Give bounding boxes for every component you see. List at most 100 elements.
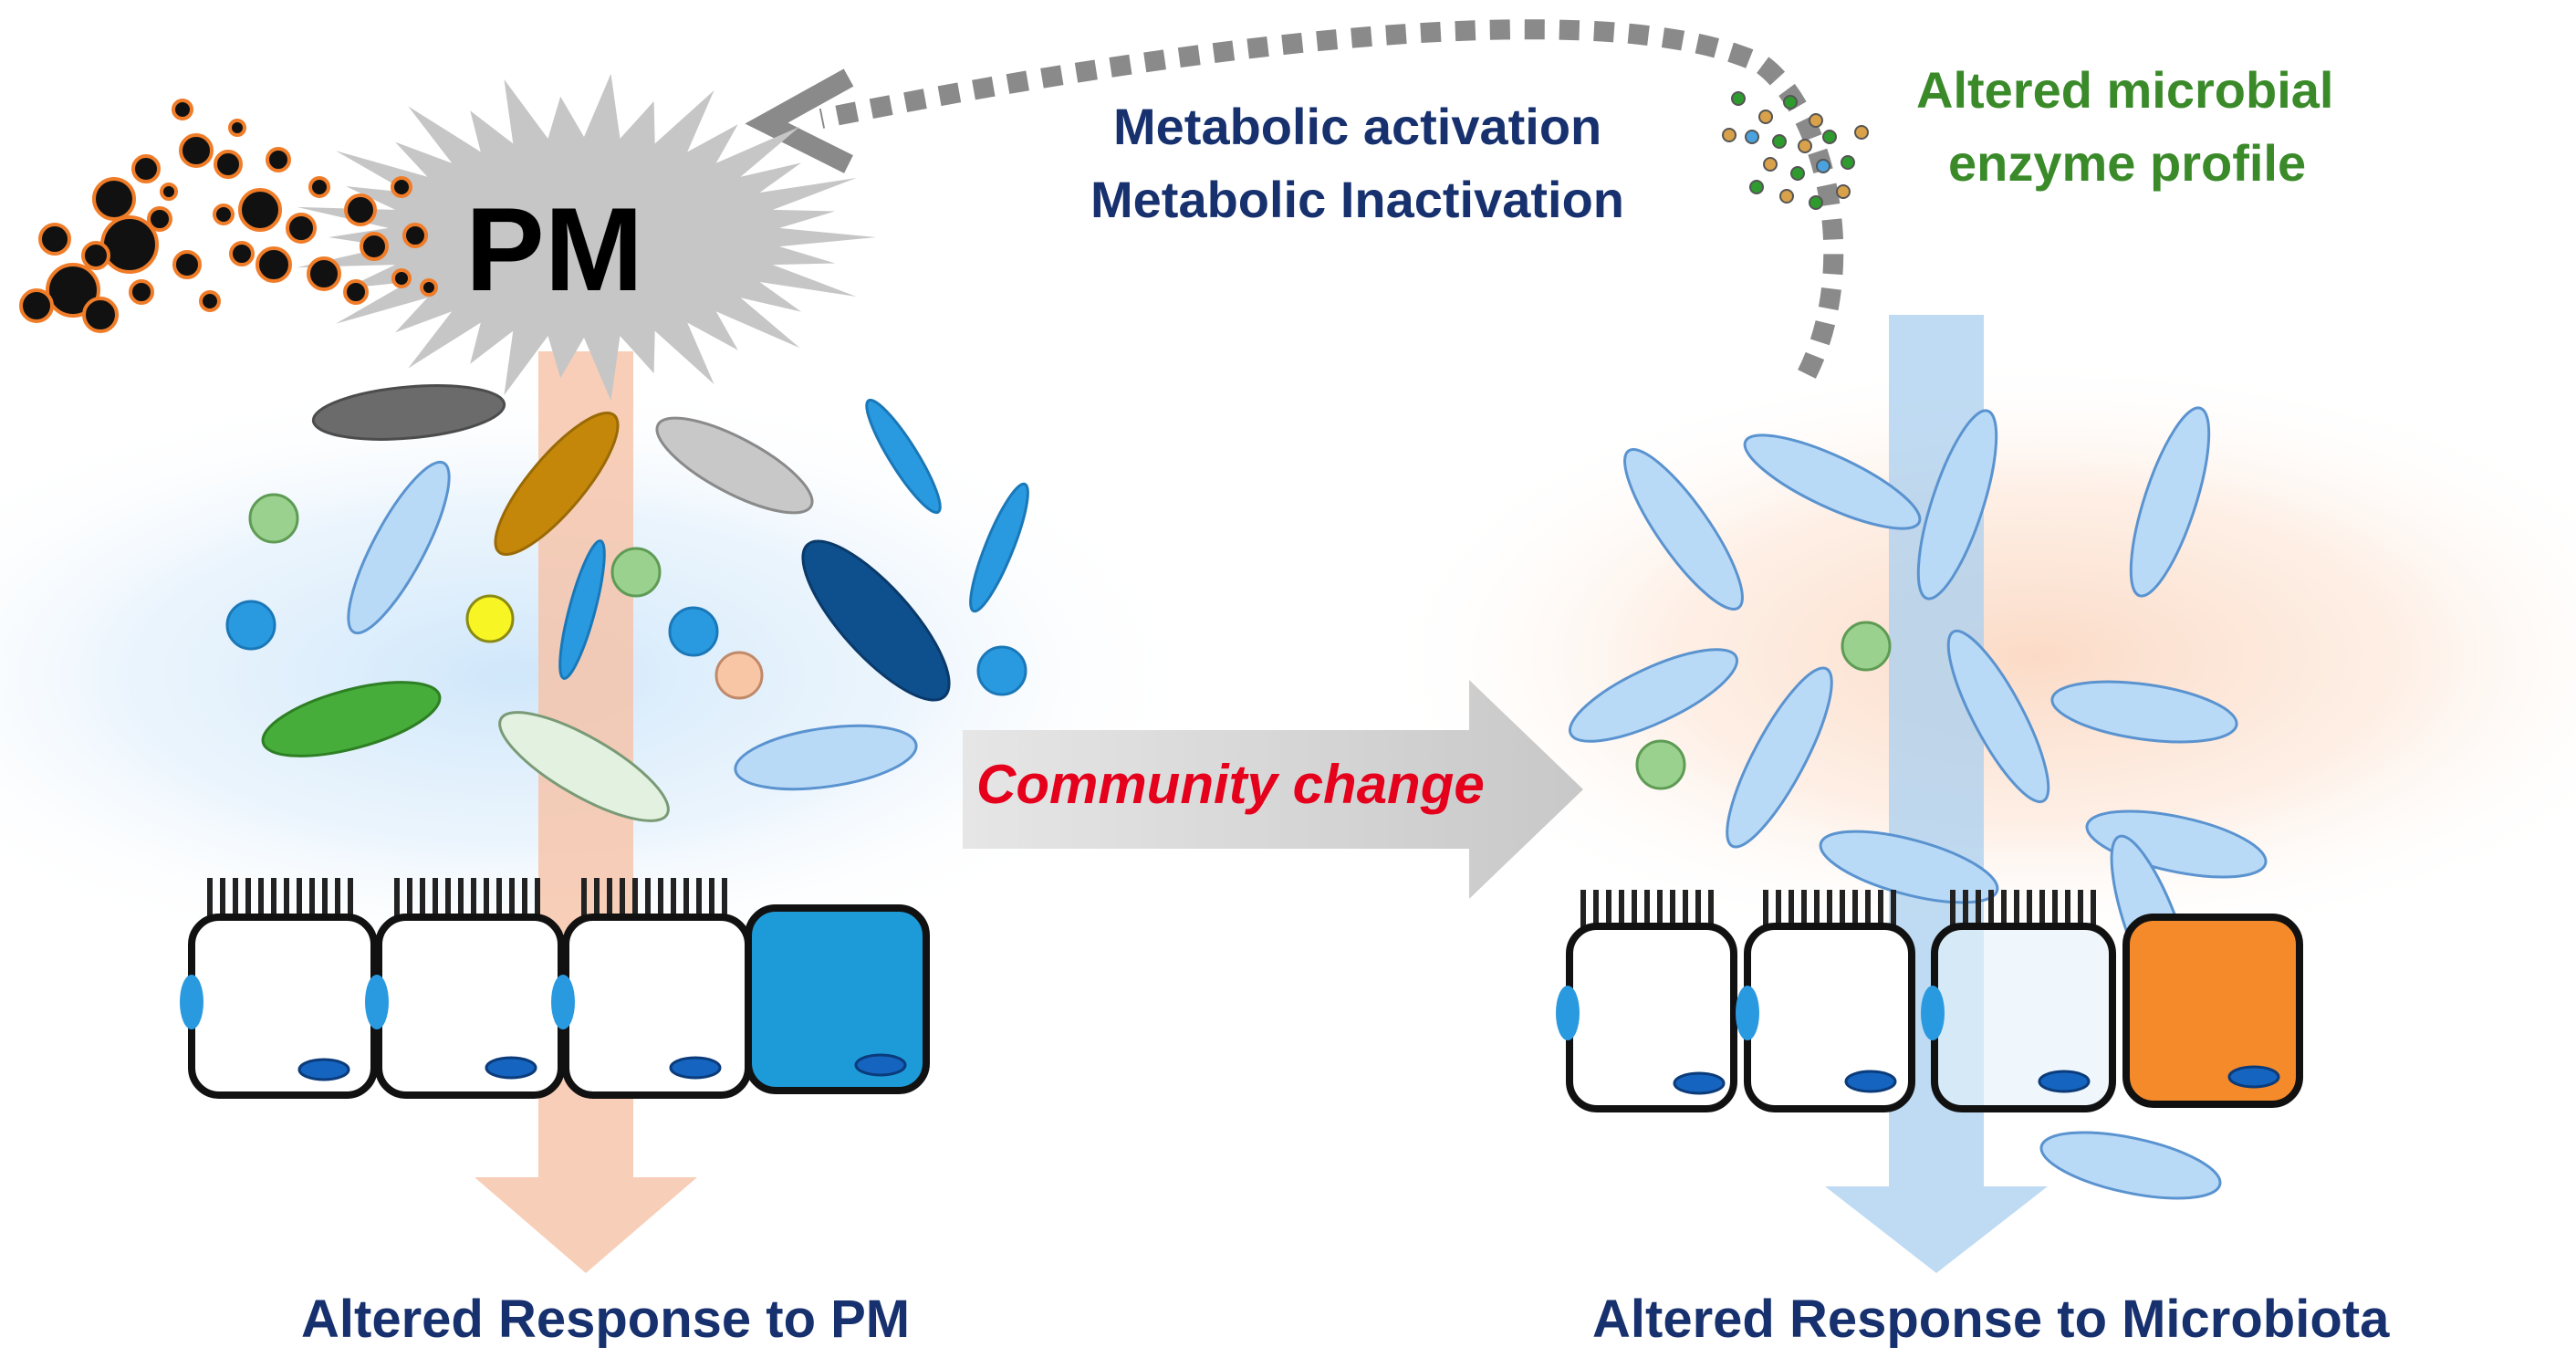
microbe bbox=[261, 681, 442, 757]
altered-epithelial-cell bbox=[2122, 914, 2303, 1108]
pm-label: PM bbox=[465, 183, 643, 316]
metabolic-activation-label: Metabolic activation bbox=[1113, 98, 1601, 155]
enzyme-dot bbox=[1809, 113, 1823, 128]
enzyme-dot bbox=[1763, 157, 1778, 172]
enzyme-dot bbox=[1841, 155, 1855, 170]
pm-particle bbox=[286, 213, 317, 244]
community-change-arrow bbox=[963, 680, 1583, 899]
pm-particle bbox=[343, 279, 369, 305]
enzyme-dot bbox=[1790, 166, 1805, 181]
pm-particle bbox=[308, 176, 330, 198]
pm-particle bbox=[172, 250, 202, 279]
microbe bbox=[1635, 739, 1686, 790]
enzyme-dot bbox=[1772, 134, 1787, 149]
cilia bbox=[207, 878, 727, 919]
microbe bbox=[655, 416, 814, 515]
microbe bbox=[1946, 629, 2050, 804]
pm-particle bbox=[360, 232, 389, 261]
microbe bbox=[668, 606, 719, 657]
microbe bbox=[976, 645, 1027, 696]
right-epithelium bbox=[1556, 890, 2303, 1112]
pm-particle bbox=[38, 223, 71, 256]
microbe bbox=[225, 600, 276, 651]
pm-particle bbox=[228, 119, 246, 137]
metabolic-inactivation-label: Metabolic Inactivation bbox=[1090, 171, 1624, 228]
pm-particle bbox=[391, 176, 412, 198]
enzyme-dot bbox=[1798, 139, 1812, 153]
tight-junction bbox=[551, 975, 575, 1029]
microbe bbox=[248, 493, 299, 544]
nucleus bbox=[854, 1053, 907, 1077]
pm-particle bbox=[160, 183, 178, 201]
microbe bbox=[2050, 680, 2238, 744]
nucleus bbox=[1844, 1070, 1897, 1093]
microbe bbox=[1743, 433, 1922, 530]
microbial-enzyme-cluster-icon bbox=[1722, 91, 1869, 210]
enzyme-profile-line2: enzyme profile bbox=[1948, 134, 2306, 192]
pm-particle bbox=[19, 288, 54, 323]
microbe bbox=[1819, 830, 1999, 904]
enzyme-dot bbox=[1816, 159, 1830, 173]
microbe bbox=[801, 539, 951, 702]
enzyme-dot bbox=[1822, 130, 1837, 144]
pm-particle bbox=[199, 290, 221, 312]
pm-particle bbox=[420, 278, 438, 297]
altered-epithelial-cell bbox=[745, 904, 930, 1094]
microbe bbox=[465, 594, 515, 643]
enzyme-dot bbox=[1745, 130, 1759, 144]
pm-particle bbox=[131, 154, 161, 183]
community-change-label: Community change bbox=[976, 754, 1485, 815]
pm-particles bbox=[19, 99, 438, 333]
microbe bbox=[2085, 809, 2268, 879]
pm-particle bbox=[172, 99, 193, 120]
pm-particle bbox=[238, 188, 282, 232]
microbe bbox=[2039, 1131, 2222, 1200]
tight-junction bbox=[180, 975, 203, 1029]
cilia bbox=[1580, 890, 2096, 928]
tight-junction bbox=[1921, 986, 1945, 1040]
enzyme-dot bbox=[1809, 195, 1823, 210]
microbe bbox=[558, 539, 606, 680]
microbe bbox=[714, 651, 764, 700]
pm-particle bbox=[256, 246, 292, 283]
pm-burst bbox=[297, 73, 876, 402]
enzyme-dot bbox=[1722, 128, 1736, 142]
microbe bbox=[865, 398, 942, 515]
enzyme-dot bbox=[1854, 125, 1869, 140]
enzyme-dot bbox=[1749, 180, 1764, 194]
microbe bbox=[494, 411, 620, 557]
microbe bbox=[1916, 409, 1998, 600]
microbe bbox=[311, 384, 506, 441]
pm-particle bbox=[307, 256, 341, 291]
pm-particle bbox=[402, 223, 428, 248]
enzyme-dot bbox=[1731, 91, 1746, 106]
left-epithelium bbox=[180, 878, 930, 1099]
pm-particle bbox=[81, 241, 110, 270]
enzyme-profile-line1: Altered microbial bbox=[1916, 61, 2333, 119]
nucleus bbox=[485, 1056, 537, 1080]
enzyme-dot bbox=[1783, 95, 1798, 110]
pm-particle bbox=[129, 279, 154, 305]
microbe bbox=[1726, 666, 1833, 849]
pm-particle bbox=[213, 204, 235, 225]
pm-particle bbox=[92, 177, 136, 221]
nucleus bbox=[1673, 1071, 1726, 1095]
pm-particle bbox=[147, 206, 172, 232]
pm-particle bbox=[229, 241, 255, 266]
pm-particle bbox=[344, 193, 377, 226]
right-homogeneous-microbiota bbox=[1568, 406, 2268, 1200]
feedback-dashed-arrow bbox=[745, 19, 1844, 379]
enzyme-dot bbox=[1779, 189, 1794, 204]
right-response-label: Altered Response to Microbiota bbox=[1592, 1290, 2390, 1349]
microbe bbox=[969, 482, 1029, 613]
tight-junction bbox=[365, 975, 389, 1029]
left-diverse-microbiota bbox=[225, 384, 1029, 822]
nucleus bbox=[297, 1058, 350, 1081]
microbe bbox=[347, 460, 451, 635]
microbe bbox=[610, 547, 662, 598]
tight-junction bbox=[1736, 986, 1759, 1040]
microbe bbox=[2129, 406, 2211, 598]
nucleus bbox=[2038, 1070, 2091, 1093]
pm-particle bbox=[46, 263, 100, 318]
